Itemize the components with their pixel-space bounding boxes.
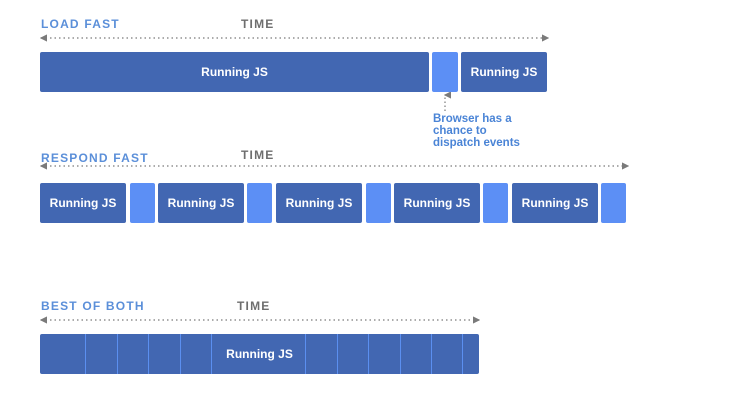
segment-divider bbox=[85, 334, 86, 374]
respond-fast-time-label: TIME bbox=[241, 148, 275, 162]
segment-divider bbox=[400, 334, 401, 374]
respond-fast-running-js-block: Running JS bbox=[276, 183, 362, 223]
annotation-line-2: chance to bbox=[433, 125, 487, 137]
browser-dispatch-annotation: Browser has a chance to dispatch events bbox=[433, 113, 520, 149]
running-js-label: Running JS bbox=[521, 196, 589, 210]
respond-fast-browser-gap-block bbox=[601, 183, 626, 223]
respond-fast-running-js-block: Running JS bbox=[394, 183, 480, 223]
running-js-label: Running JS bbox=[285, 196, 353, 210]
segment-divider bbox=[180, 334, 181, 374]
running-js-label: Running JS bbox=[470, 65, 538, 79]
respond-fast-browser-gap-block bbox=[130, 183, 155, 223]
load-fast-title: LOAD FAST bbox=[41, 17, 120, 31]
load-fast-running-js-block: Running JS bbox=[40, 52, 429, 92]
running-js-label: Running JS bbox=[403, 196, 471, 210]
load-fast-running-js-block: Running JS bbox=[461, 52, 547, 92]
load-fast-time-label: TIME bbox=[241, 17, 275, 31]
best-of-both-running-js-bar: Running JS bbox=[40, 334, 479, 374]
running-js-label: Running JS bbox=[226, 347, 293, 361]
respond-fast-running-js-block: Running JS bbox=[158, 183, 244, 223]
respond-fast-browser-gap-block bbox=[366, 183, 391, 223]
segment-divider bbox=[148, 334, 149, 374]
respond-fast-running-js-block: Running JS bbox=[40, 183, 126, 223]
segment-divider bbox=[462, 334, 463, 374]
respond-fast-browser-gap-block bbox=[247, 183, 272, 223]
respond-fast-running-js-block: Running JS bbox=[512, 183, 598, 223]
segment-divider bbox=[368, 334, 369, 374]
best-of-both-time-label: TIME bbox=[237, 299, 271, 313]
segment-divider bbox=[117, 334, 118, 374]
segment-divider bbox=[211, 334, 212, 374]
annotation-line-1: Browser has a bbox=[433, 113, 512, 125]
segment-divider bbox=[337, 334, 338, 374]
segment-divider bbox=[305, 334, 306, 374]
best-of-both-title: BEST OF BOTH bbox=[41, 299, 145, 313]
running-js-label: Running JS bbox=[49, 196, 117, 210]
respond-fast-browser-gap-block bbox=[483, 183, 508, 223]
running-js-label: Running JS bbox=[167, 196, 235, 210]
respond-fast-title: RESPOND FAST bbox=[41, 151, 149, 165]
load-fast-browser-gap-block bbox=[432, 52, 458, 92]
segment-divider bbox=[431, 334, 432, 374]
annotation-line-3: dispatch events bbox=[433, 137, 520, 149]
running-js-label: Running JS bbox=[201, 65, 268, 79]
